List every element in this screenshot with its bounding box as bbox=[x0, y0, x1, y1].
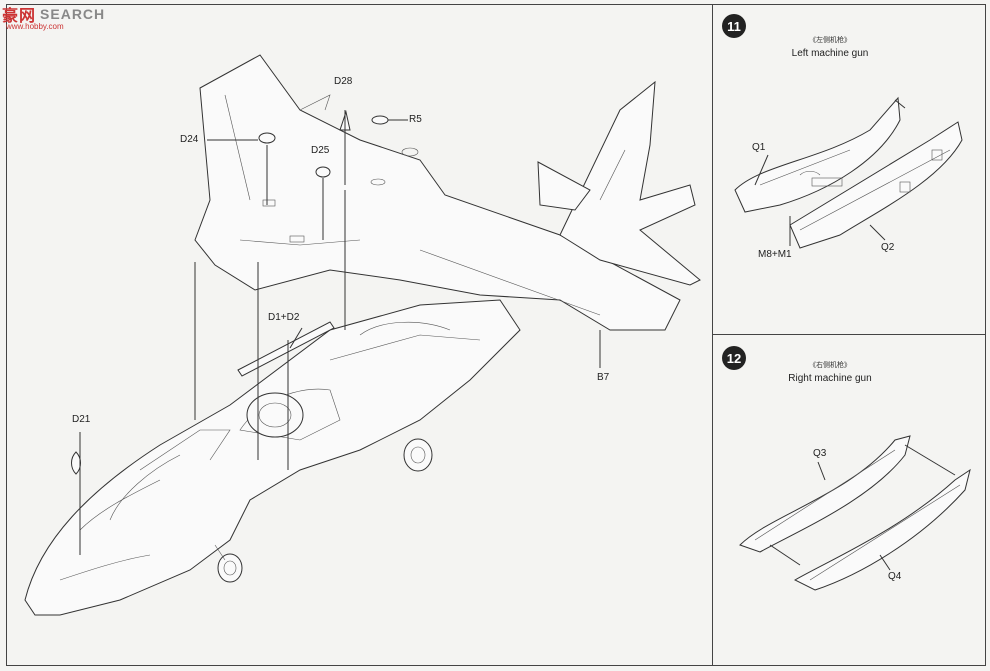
part-label-q2: Q2 bbox=[881, 242, 895, 253]
panel-divider-horizontal bbox=[712, 334, 986, 335]
step-12-caption-en: Right machine gun bbox=[788, 373, 872, 384]
logo-text: SEARCH bbox=[40, 6, 106, 22]
step-12-badge: 12 bbox=[722, 346, 746, 370]
instruction-sheet-frame bbox=[6, 4, 986, 666]
part-label-d25: D25 bbox=[311, 145, 330, 156]
logo-mark-2: 网 bbox=[19, 6, 37, 25]
part-label-q3: Q3 bbox=[813, 448, 827, 459]
panel-divider-vertical bbox=[712, 4, 713, 666]
part-label-d24: D24 bbox=[180, 134, 199, 145]
part-label-q1: Q1 bbox=[752, 142, 766, 153]
step-11-caption-en: Left machine gun bbox=[791, 48, 869, 59]
watermark-logo: 豪 网 SEARCH bbox=[2, 2, 105, 38]
part-label-d1-d2: D1+D2 bbox=[268, 312, 300, 323]
step-12-caption-cn: 《右侧机枪》 bbox=[809, 361, 851, 369]
part-label-r5: R5 bbox=[409, 114, 422, 125]
step-11-badge: 11 bbox=[722, 14, 746, 38]
part-label-d21: D21 bbox=[72, 414, 91, 425]
part-label-b7: B7 bbox=[597, 372, 610, 383]
part-label-m8-m1: M8+M1 bbox=[758, 249, 792, 260]
logo-url: www.hobby.com bbox=[6, 22, 64, 31]
part-label-d28: D28 bbox=[334, 76, 353, 87]
logo-mark: 豪 bbox=[2, 6, 20, 25]
part-label-q4: Q4 bbox=[888, 571, 902, 582]
step-11-caption-cn: 《左侧机枪》 bbox=[809, 36, 851, 44]
